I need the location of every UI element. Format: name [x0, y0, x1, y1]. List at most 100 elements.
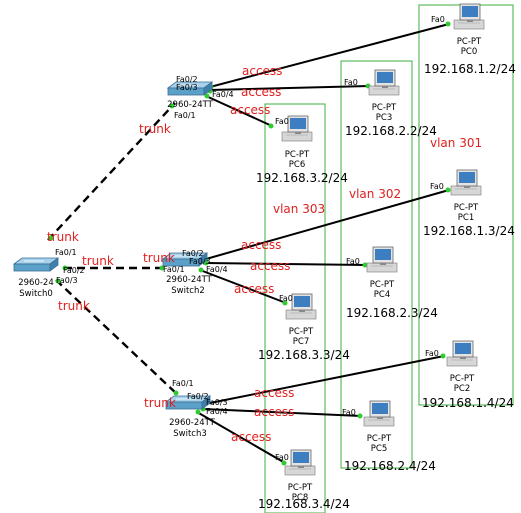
- access-label: access: [231, 430, 271, 444]
- pc-ip-label: 192.168.3.2/24: [256, 171, 348, 185]
- port-dot: [159, 265, 165, 271]
- port-dot: [55, 278, 61, 284]
- port-label: Fa0/4: [212, 90, 234, 99]
- port-dot: [204, 93, 210, 99]
- pc-ip-label: 192.168.1.3/24: [423, 224, 515, 238]
- port-label: Fa0: [275, 453, 289, 462]
- pc-name-label: PC8: [292, 493, 308, 503]
- access-label: access: [241, 85, 281, 99]
- pc4[interactable]: [366, 246, 398, 273]
- port-label: Fa0: [346, 257, 360, 266]
- pc-type-label: PC-PT: [370, 280, 395, 290]
- port-dot: [173, 390, 179, 396]
- port-dot: [169, 103, 175, 109]
- port-label: Fa0: [344, 78, 358, 87]
- port-dot: [357, 413, 363, 419]
- port-label: Fa0: [430, 182, 444, 191]
- vlan-302-label: vlan 302: [349, 187, 401, 201]
- access-label: access: [234, 282, 274, 296]
- access-link-sw3-pc2: [204, 355, 445, 405]
- port-label: Fa0/1: [163, 265, 185, 274]
- port-dot: [48, 235, 54, 241]
- port-label: Fa0: [342, 408, 356, 417]
- port-dot: [198, 267, 204, 273]
- port-label: Fa0/3: [176, 83, 198, 92]
- vlan-301-label: vlan 301: [430, 136, 482, 150]
- access-label: access: [241, 238, 281, 252]
- port-label: Fa0/3: [189, 257, 211, 266]
- port-label: Fa0/1: [172, 379, 194, 388]
- pc0[interactable]: [453, 3, 485, 30]
- port-dot: [281, 460, 287, 466]
- switch0[interactable]: [13, 257, 59, 272]
- port-label: Fa0/1: [174, 111, 196, 120]
- port-label: Fa0/3: [56, 276, 78, 285]
- access-link-sw3-pc5: [202, 408, 362, 417]
- port-label: Fa0: [425, 349, 439, 358]
- trunk-link-sw0-sw3: [55, 279, 179, 396]
- pc-name-label: PC6: [289, 160, 305, 170]
- port-label: Fa0/2: [182, 249, 204, 258]
- switch-model-label: 2960-24TT: [166, 275, 213, 285]
- port-dot: [62, 265, 68, 271]
- pc-ip-label: 192.168.1.4/24: [422, 396, 514, 410]
- pc-type-label: PC-PT: [288, 483, 313, 493]
- switch-model-label: 2960-24TT: [167, 100, 214, 110]
- pc-type-label: PC-PT: [367, 434, 392, 444]
- access-link-sw2-pc1: [205, 189, 450, 260]
- pc5[interactable]: [363, 400, 395, 427]
- port-dot: [445, 21, 451, 27]
- port-label: Fa0: [279, 294, 293, 303]
- port-label: Fa0: [431, 15, 445, 24]
- access-label: access: [254, 405, 294, 419]
- access-label: access: [230, 103, 270, 117]
- trunk-label: trunk: [144, 396, 176, 410]
- port-label: Fa0/3: [206, 398, 228, 407]
- pc-type-label: PC-PT: [285, 150, 310, 160]
- port-label: Fa0/1: [55, 248, 77, 257]
- port-dot: [445, 187, 451, 193]
- access-label: access: [242, 64, 282, 78]
- pc1[interactable]: [450, 169, 482, 196]
- pc-name-label: PC3: [376, 113, 392, 123]
- access-link-sw1-pc0: [209, 23, 450, 88]
- pc2[interactable]: [446, 340, 478, 367]
- port-label: Fa0/4: [206, 407, 228, 416]
- access-link-sw3-pc8: [196, 411, 286, 464]
- pc3[interactable]: [368, 69, 400, 96]
- trunk-link-sw0-sw1: [47, 102, 176, 241]
- pc-ip-label: 192.168.3.4/24: [258, 497, 350, 511]
- switch-name-label: Switch3: [173, 429, 207, 439]
- access-link-sw2-pc7: [199, 269, 287, 304]
- pc8[interactable]: [284, 449, 316, 476]
- trunk-label: trunk: [139, 122, 171, 136]
- port-dot: [440, 353, 446, 359]
- pc-name-label: PC1: [458, 213, 474, 223]
- trunk-label: trunk: [58, 299, 90, 313]
- access-link-sw2-pc4: [205, 262, 367, 266]
- vlan-303-label: vlan 303: [273, 202, 325, 216]
- trunk-label: trunk: [143, 251, 175, 265]
- pc-name-label: PC0: [461, 47, 477, 57]
- port-label: Fa0: [275, 117, 289, 126]
- switch-name-label: Switch0: [19, 289, 53, 299]
- switch-model-label: 2960-24TT: [169, 418, 216, 428]
- pc-ip-label: 192.168.1.2/24: [424, 62, 516, 76]
- pc-name-label: PC2: [454, 384, 470, 394]
- access-link-sw1-pc3: [209, 85, 370, 91]
- access-label: access: [254, 386, 294, 400]
- port-dot: [268, 123, 274, 129]
- trunk-label: trunk: [82, 254, 114, 268]
- pc-type-label: PC-PT: [454, 203, 479, 213]
- pc-name-label: PC5: [371, 444, 387, 454]
- pc-name-label: PC7: [293, 337, 309, 347]
- pc-ip-label: 192.168.2.2/24: [345, 124, 437, 138]
- switch-name-label: Switch2: [171, 286, 205, 296]
- trunk-label: trunk: [47, 230, 79, 244]
- access-label: access: [250, 259, 290, 273]
- pc-type-label: PC-PT: [450, 374, 475, 384]
- pc-ip-label: 192.168.2.4/24: [344, 459, 436, 473]
- pc-ip-label: 192.168.2.3/24: [346, 306, 438, 320]
